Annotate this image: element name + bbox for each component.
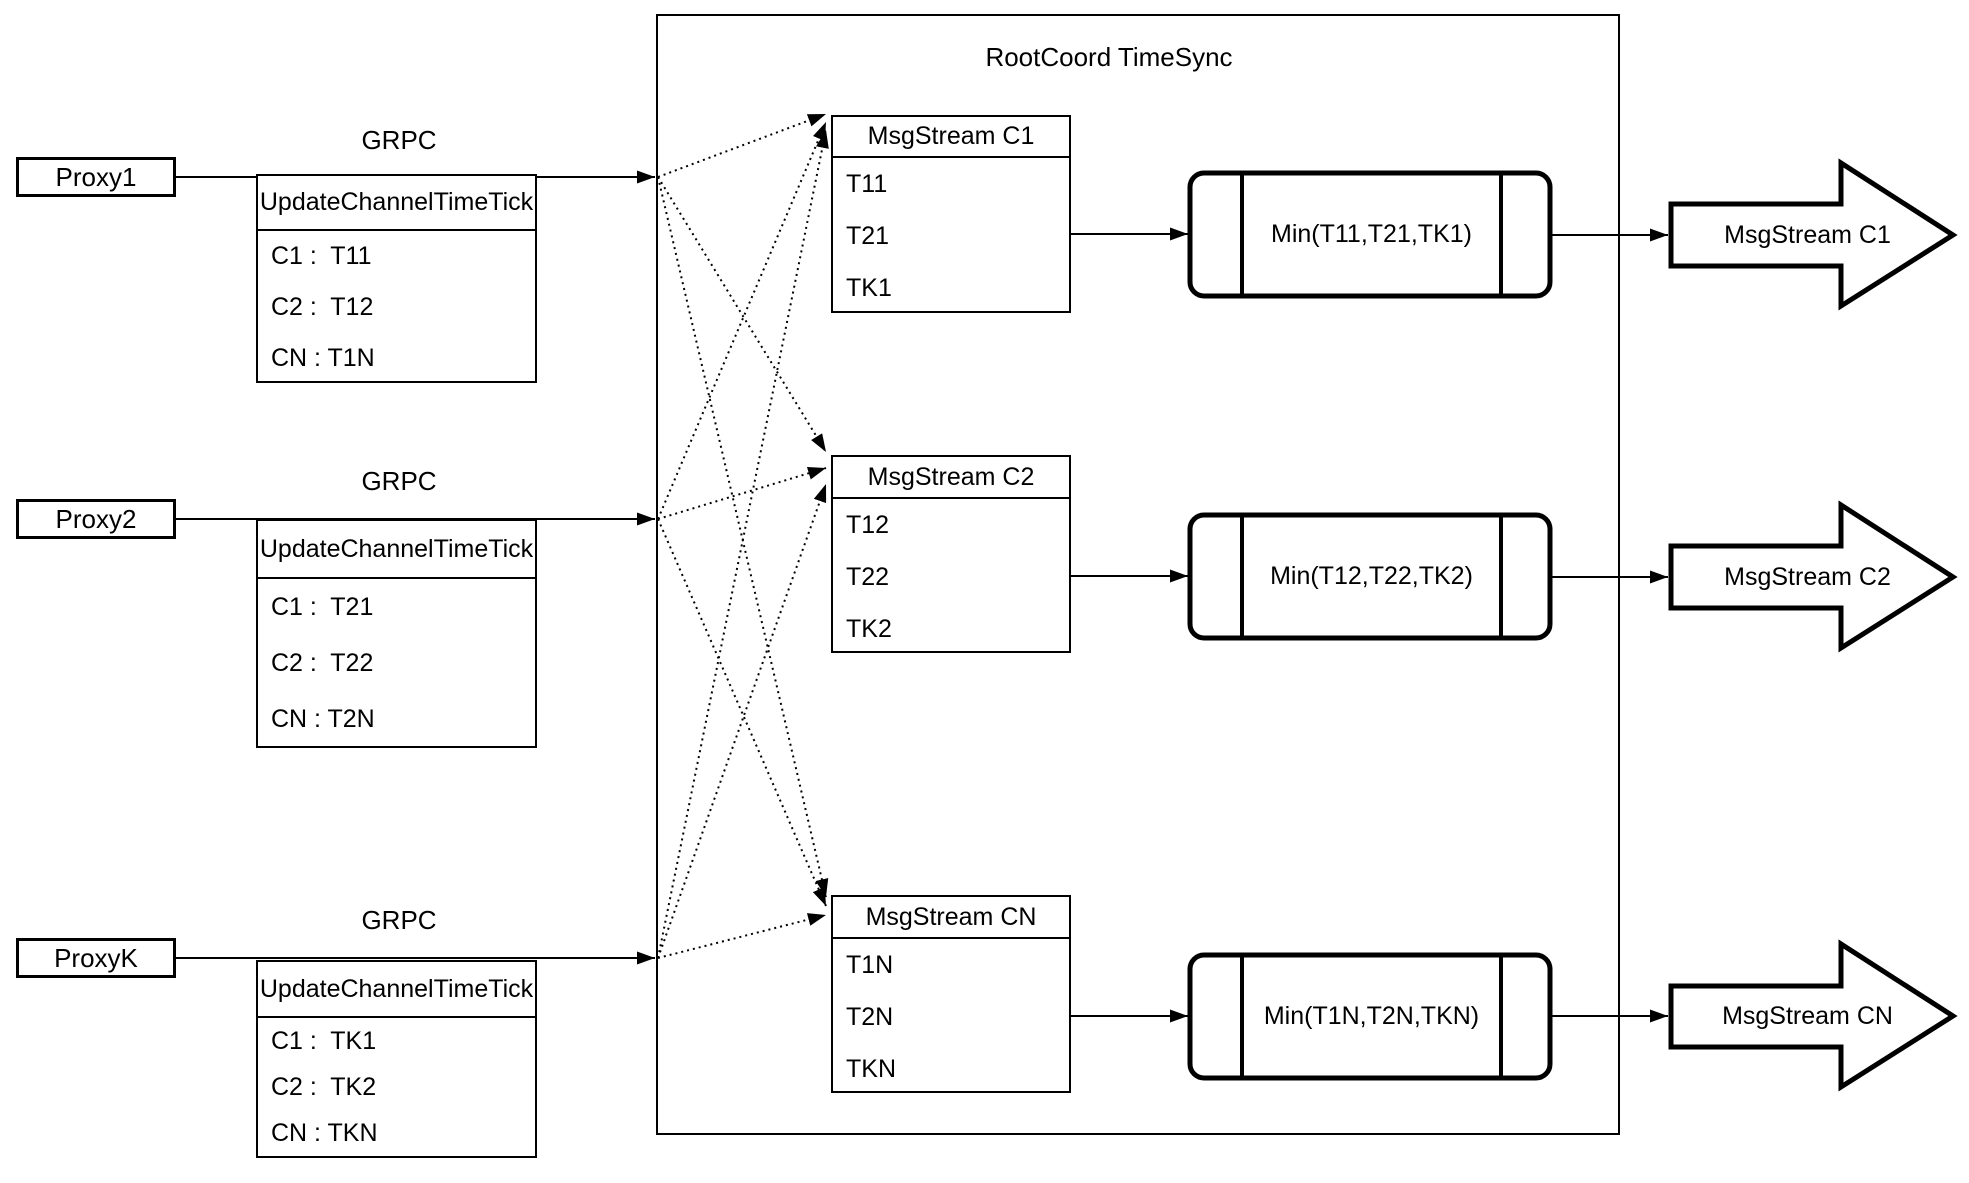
min-node-shapes	[1187, 170, 1553, 1081]
rootcoord-title: RootCoord TimeSync	[985, 42, 1233, 72]
min2-label: Min(T12,T22,TK2)	[1270, 562, 1473, 590]
update-table-2-row: C2 : T22	[271, 648, 374, 677]
rootcoord-container-box	[656, 14, 1620, 1135]
fanout-p2-c2	[657, 467, 827, 520]
update-table-3-header: UpdateChannelTimeTick	[258, 962, 535, 1018]
fanout-p2-c1	[657, 121, 827, 520]
fanout-p1-cn	[657, 176, 829, 898]
msgstream-c1-header: MsgStream C1	[833, 117, 1069, 158]
proxy1-box: Proxy1	[16, 157, 176, 197]
update-table-2-row: CN : T2N	[271, 704, 375, 733]
grpc-label-2: GRPC	[361, 466, 437, 496]
output-arrow-c1-label: MsgStream C1	[1724, 220, 1891, 249]
min1-label: Min(T11,T21,TK1)	[1271, 220, 1472, 248]
output-arrow-c1	[1668, 158, 1958, 311]
output-arrow-c2	[1668, 500, 1958, 653]
update-table-2-header: UpdateChannelTimeTick	[258, 521, 535, 579]
msgstream-c2-row: T22	[846, 562, 890, 591]
msgstream-cn-table: MsgStream CN T1N T2N TKN	[831, 895, 1071, 1093]
msgstream-c1-row: T21	[846, 221, 890, 250]
output-arrow-cn	[1668, 939, 1958, 1092]
update-timetick-table-3: UpdateChannelTimeTick C1 : TK1 C2 : TK2 …	[256, 960, 537, 1158]
update-table-3-row: C1 : TK1	[271, 1026, 377, 1055]
update-table-1-row: C2 : T12	[271, 293, 374, 321]
fanout-p1-c1	[657, 113, 827, 178]
msgstream-c2-row: T12	[846, 510, 890, 539]
msgstream-c2-row: TK2	[846, 614, 892, 643]
min3-label: Min(T1N,T2N,TKN)	[1263, 1002, 1480, 1030]
proxyk-box: ProxyK	[16, 938, 176, 978]
msgstream-c1-row: T11	[846, 169, 888, 198]
grpc-label-3: GRPC	[361, 905, 437, 935]
update-table-1-header: UpdateChannelTimeTick	[258, 176, 535, 231]
min1-shape	[1187, 170, 1553, 299]
fanout-p1-c2	[657, 176, 827, 453]
update-timetick-table-1: UpdateChannelTimeTick C1 : T11 C2 : T12 …	[256, 174, 537, 383]
msgstream-c1-table: MsgStream C1 T11 T21 TK1	[831, 115, 1071, 313]
msgstream-cn-header: MsgStream CN	[833, 897, 1069, 939]
msgstream-cn-row: TKN	[846, 1054, 896, 1083]
fanout-pk-cn	[657, 913, 827, 959]
output-arrow-cn-label: MsgStream CN	[1722, 1002, 1893, 1030]
msgstream-c1-row: TK1	[846, 273, 892, 302]
update-table-2-row: C1 : T21	[271, 592, 374, 621]
proxy2-label: Proxy2	[55, 503, 137, 534]
proxy1-label: Proxy1	[55, 161, 137, 192]
update-timetick-table-2: UpdateChannelTimeTick C1 : T21 C2 : T22 …	[256, 519, 537, 748]
min3-shape	[1187, 952, 1553, 1081]
output-arrow-c2-label: MsgStream C2	[1724, 562, 1891, 591]
fanout-p2-cn	[657, 518, 827, 907]
update-table-1-row: C1 : T11	[271, 242, 372, 270]
fanout-pk-c2	[657, 483, 827, 959]
update-table-3-row: CN : TKN	[271, 1118, 378, 1147]
proxyk-label: ProxyK	[54, 942, 138, 973]
msgstream-c2-table: MsgStream C2 T12 T22 TK2	[831, 455, 1071, 653]
output-arrow-shapes	[1668, 158, 1958, 1092]
fanout-pk-c1	[657, 129, 829, 959]
update-table-3-row: C2 : TK2	[271, 1072, 377, 1101]
msgstream-cn-row: T1N	[846, 950, 894, 979]
msgstream-c2-header: MsgStream C2	[833, 457, 1069, 499]
proxy2-box: Proxy2	[16, 499, 176, 539]
min2-shape	[1187, 512, 1553, 641]
msgstream-cn-row: T2N	[846, 1002, 894, 1031]
update-table-1-row: CN : T1N	[271, 344, 375, 372]
dotted-fanout-lines	[657, 113, 829, 959]
grpc-label-1: GRPC	[361, 125, 437, 155]
